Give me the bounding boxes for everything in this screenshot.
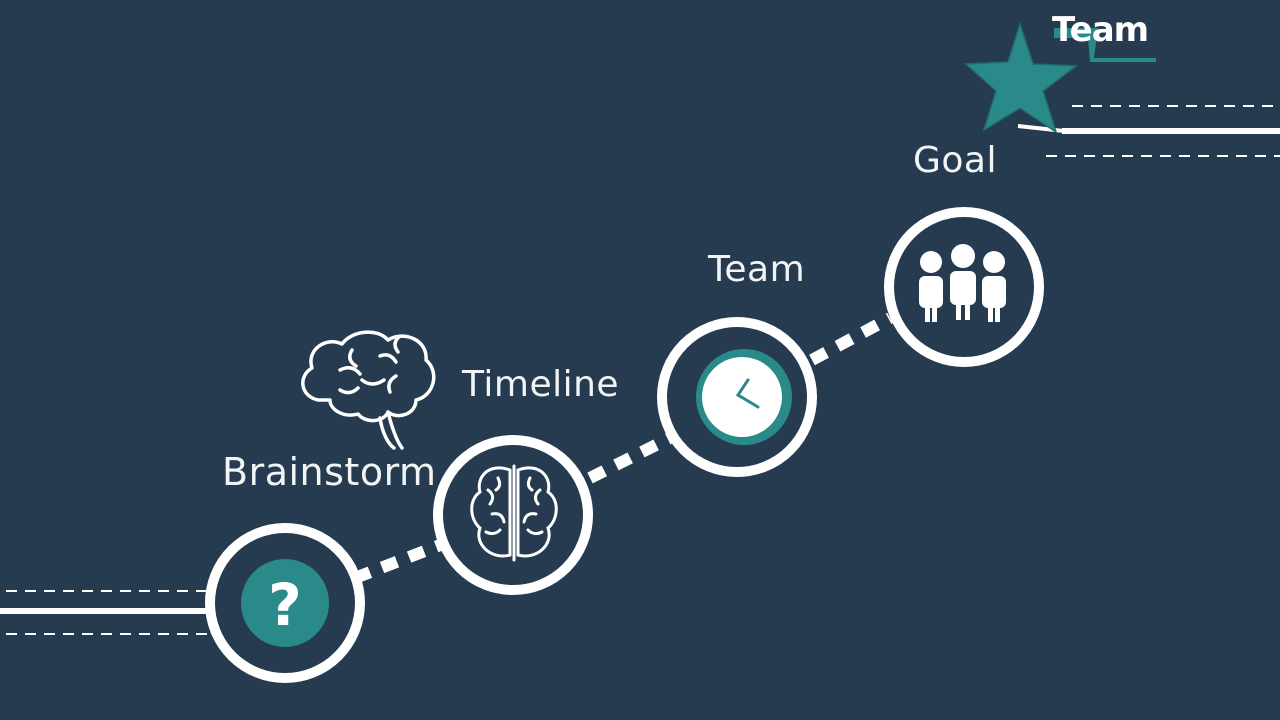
step-timeline-node <box>433 435 593 595</box>
step-label-goal: Goal <box>913 140 997 181</box>
star-caption: Team <box>1052 10 1149 50</box>
step-team-node <box>657 317 817 477</box>
brain-outline-icon <box>301 330 436 450</box>
step-label-timeline: Timeline <box>462 364 620 405</box>
question-icon-bg <box>241 559 329 647</box>
step-goal-node <box>884 207 1044 367</box>
path-connectors <box>352 312 893 584</box>
end-track <box>1017 105 1280 157</box>
people-icon <box>919 244 1006 322</box>
step-label-team: Team <box>708 249 806 290</box>
star-icon <box>964 21 1156 134</box>
question-icon: ? <box>268 571 302 639</box>
step-brainstorm-node: ? <box>205 523 365 683</box>
start-track <box>0 590 210 635</box>
brain-icon <box>470 464 558 562</box>
step-label-brainstorm: Brainstorm <box>222 450 437 494</box>
